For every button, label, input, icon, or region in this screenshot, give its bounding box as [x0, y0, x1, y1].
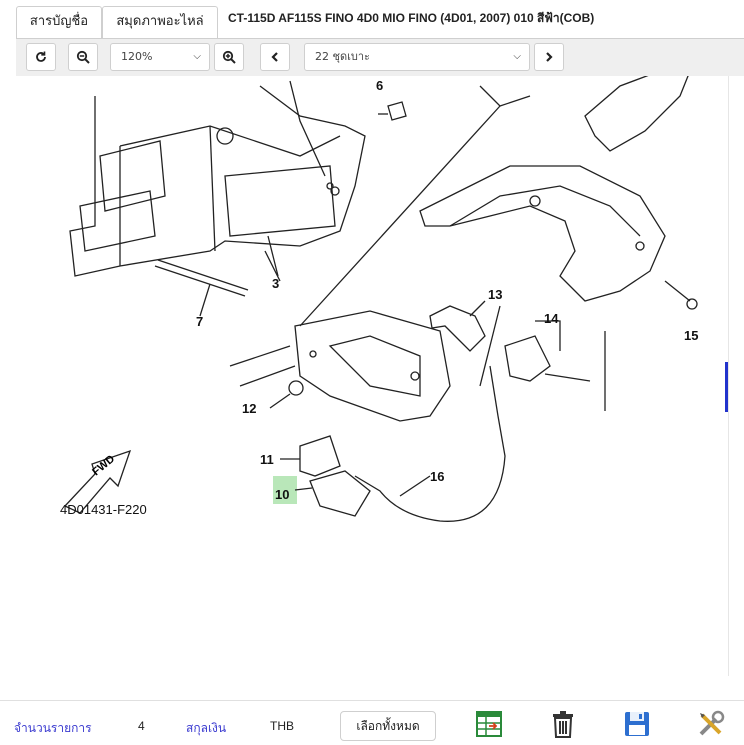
callout-10: 10	[275, 487, 289, 502]
part-rod-7	[154, 259, 249, 297]
zoom-in-icon	[222, 50, 236, 64]
callout-13: 13	[488, 287, 502, 302]
callout-7: 7	[196, 314, 203, 329]
zoom-out-button[interactable]	[68, 43, 98, 71]
vertical-scroll-track[interactable]	[728, 76, 729, 676]
currency-label: สกุลเงิน	[186, 721, 227, 735]
part-bracket-13	[429, 305, 486, 352]
footer-bar: จำนวนรายการ 4 สกุลเงิน THB เลือกทั้งหมด	[0, 700, 744, 745]
part-storage-box	[69, 85, 366, 277]
part-rear-cover	[419, 165, 666, 302]
tools-button[interactable]	[696, 709, 730, 741]
parts-diagram-drawing: 3 6 7 10 11 12 13 14 15 16 FWD 4D01431-F…	[60, 70, 698, 522]
part-cable-16	[354, 365, 506, 522]
callout-14: 14	[544, 311, 559, 326]
export-spreadsheet-button[interactable]	[474, 709, 508, 741]
tab-name-index[interactable]: สารบัญชื่อ	[16, 6, 102, 38]
save-icon	[625, 712, 649, 736]
callout-labels: 3 6 7 10 11 12 13 14 15 16 FWD 4D01431-F…	[60, 78, 698, 517]
zoom-in-button[interactable]	[214, 43, 244, 71]
part-latch-10	[309, 470, 371, 517]
refresh-icon	[36, 51, 46, 62]
callout-6: 6	[376, 78, 383, 93]
zoom-out-icon	[76, 50, 90, 64]
diagram-code: 4D01431-F220	[60, 502, 147, 517]
callout-15: 15	[684, 328, 698, 343]
part-grommet-12	[288, 380, 304, 396]
count-value: 4	[138, 719, 145, 733]
save-button[interactable]	[622, 709, 656, 741]
document-title: CT-115D AF115S FINO 4D0 MIO FINO (4D01, …	[228, 11, 595, 25]
chevron-down-icon: ⌵	[513, 51, 521, 62]
callout-3: 3	[272, 276, 279, 291]
part-plate-11	[299, 435, 341, 477]
parts-diagram[interactable]: 3 6 7 10 11 12 13 14 15 16 FWD 4D01431-F…	[0, 70, 728, 676]
delete-button[interactable]	[548, 709, 582, 741]
part-lock-cylinder-14	[504, 335, 551, 382]
refresh-button[interactable]	[26, 43, 56, 71]
select-all-button[interactable]: เลือกทั้งหมด	[340, 711, 436, 741]
callout-16: 16	[430, 469, 444, 484]
part-seat-lock-plate	[294, 310, 451, 422]
prev-page-button[interactable]	[260, 43, 290, 71]
callout-11: 11	[260, 452, 274, 467]
scroll-indicator[interactable]	[725, 362, 728, 412]
page-select-value: 22 ชุดเบาะ	[315, 50, 370, 63]
next-page-icon	[546, 52, 553, 62]
chevron-down-icon: ⌵	[193, 51, 201, 62]
currency-value: THB	[270, 719, 294, 733]
highlight-callout-10	[273, 476, 297, 504]
trash-icon	[553, 711, 573, 738]
zoom-value: 120%	[121, 50, 153, 63]
page-select[interactable]: 22 ชุดเบาะ ⌵	[304, 43, 530, 71]
spreadsheet-icon	[476, 711, 502, 737]
zoom-select[interactable]: 120% ⌵	[110, 43, 210, 71]
viewer-toolbar: 120% ⌵ 22 ชุดเบาะ ⌵	[16, 38, 744, 76]
fwd-arrow-icon	[63, 449, 132, 514]
tools-icon	[699, 710, 725, 736]
tab-bar: สารบัญชื่อ สมุดภาพอะไหล่ CT-115D AF115S …	[0, 0, 744, 38]
count-label: จำนวนรายการ	[14, 721, 92, 735]
part-bolt-15	[664, 280, 691, 302]
tab-parts-catalog[interactable]: สมุดภาพอะไหล่	[102, 6, 218, 38]
part-clip-6	[387, 101, 407, 121]
callout-12: 12	[242, 401, 256, 416]
prev-page-icon	[271, 52, 278, 62]
next-page-button[interactable]	[534, 43, 564, 71]
